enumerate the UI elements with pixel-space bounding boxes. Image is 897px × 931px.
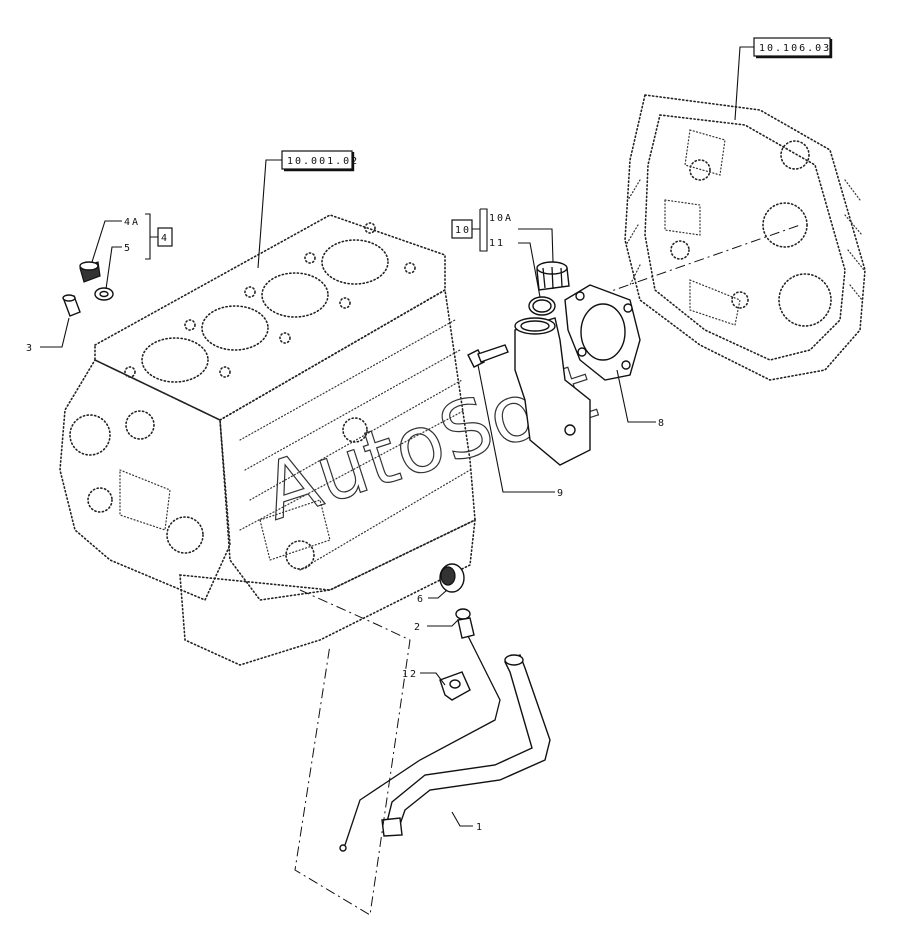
- callout-1: 1: [476, 822, 484, 833]
- group-ref-4-label: 4: [161, 233, 169, 244]
- alignment-line: [599, 224, 801, 296]
- callout-6: 6: [417, 594, 425, 605]
- part-6-seal: [439, 563, 465, 593]
- part-10a-filler-cap: [536, 261, 570, 291]
- part-5-washer: [94, 287, 114, 301]
- section-ref-engine-block-label: 10.001.02: [287, 156, 359, 167]
- part-2-dipstick: [339, 608, 501, 852]
- part-4a-plug: [79, 261, 101, 283]
- callout-5: 5: [124, 243, 132, 254]
- dipstick-tube-icon: [381, 654, 551, 837]
- callout-10a: 10A: [489, 213, 513, 224]
- group-ref-10-label: 10: [455, 225, 471, 236]
- section-ref-timing-cover-label: 10.106.03: [759, 43, 831, 54]
- leader-lines: [40, 46, 754, 827]
- callout-2: 2: [414, 622, 422, 633]
- part-3-sleeve: [62, 294, 81, 317]
- callout-12: 12: [402, 669, 418, 680]
- section-ref-timing-cover[interactable]: 10.106.03: [753, 37, 833, 59]
- callout-11: 11: [489, 238, 505, 249]
- timing-cover-icon: [624, 94, 866, 381]
- callout-8: 8: [658, 418, 666, 429]
- part-12-clip: [439, 671, 471, 701]
- part-11-oring: [528, 296, 556, 316]
- assembly-centerline: [294, 589, 411, 916]
- section-ref-engine-block[interactable]: 10.001.02: [281, 150, 359, 172]
- part-8-gasket: [564, 284, 641, 381]
- part-9-bolt: [467, 344, 509, 368]
- engine-block-icon: [59, 214, 476, 666]
- callout-4a: 4A: [124, 217, 140, 228]
- callout-9: 9: [557, 488, 565, 499]
- group-ref-4[interactable]: 4: [157, 227, 173, 247]
- callout-3: 3: [26, 343, 34, 354]
- part-10-filler-pipe: [514, 317, 591, 466]
- group-ref-10[interactable]: 10: [451, 219, 473, 239]
